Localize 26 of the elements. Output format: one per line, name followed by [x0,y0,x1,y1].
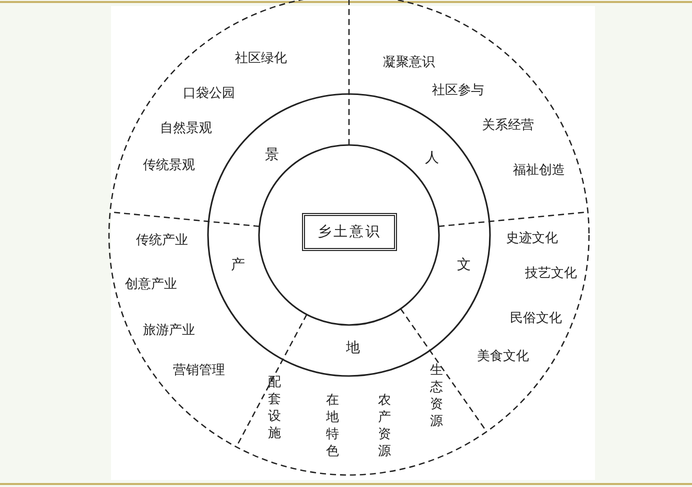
item-label: 技艺文化 [525,267,577,280]
item-label: 旅游产业 [143,324,195,337]
item-label: 配套设施 [268,374,282,442]
item-label: 生态资源 [430,362,444,430]
item-label: 凝聚意识 [383,56,435,69]
sector-label: 地 [346,341,360,355]
item-label: 在地特色 [326,392,340,460]
item-label: 美食文化 [477,350,529,363]
title-box: 乡土意识 [302,213,397,251]
sector-label: 景 [265,148,279,162]
item-label: 民俗文化 [510,312,562,325]
item-label: 口袋公园 [183,87,235,100]
sector-label: 产 [231,258,245,272]
item-label: 传统产业 [136,234,188,247]
sector-label: 文 [457,258,471,272]
item-label: 营销管理 [173,364,225,377]
item-label: 农产资源 [378,392,392,460]
item-label: 传统景观 [143,159,195,172]
sector-label: 人 [425,151,439,165]
item-label: 福祉创造 [513,164,565,177]
item-label: 史迹文化 [506,232,558,245]
item-label: 社区参与 [432,84,484,97]
item-label: 关系经营 [482,119,534,132]
item-label: 自然景观 [160,122,212,135]
item-label: 创意产业 [125,278,177,291]
item-label: 社区绿化 [235,52,287,65]
